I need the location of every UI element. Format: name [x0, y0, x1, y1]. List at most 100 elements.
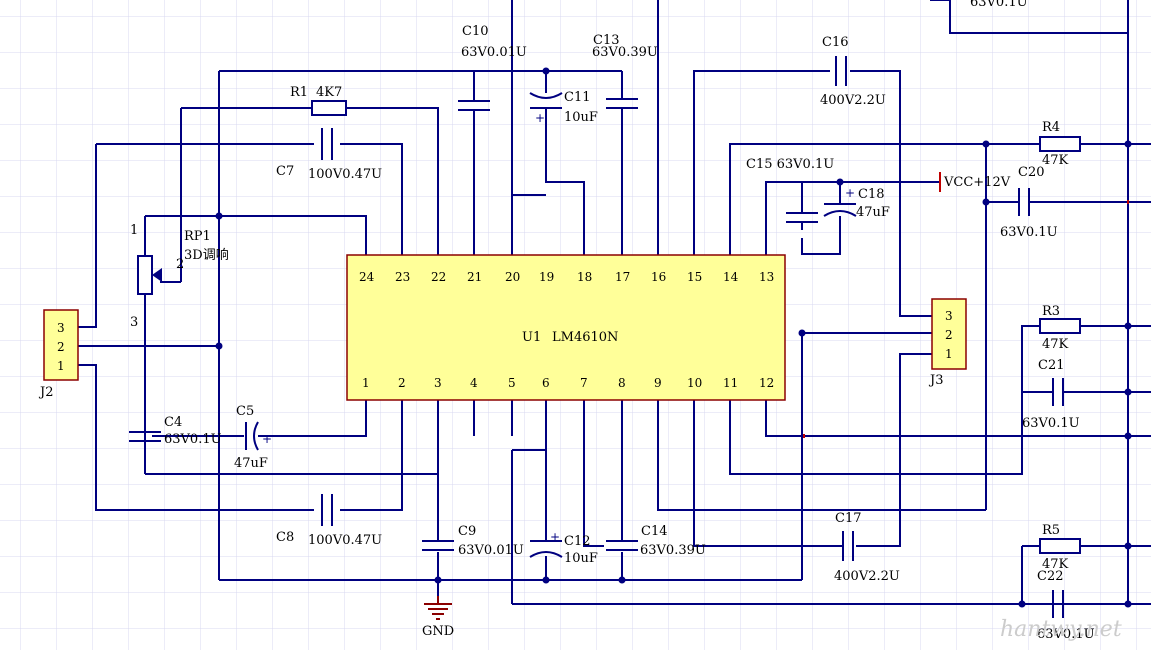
r5-resistor — [1039, 538, 1081, 554]
svg-text:+: + — [535, 111, 545, 125]
ground-symbol — [424, 596, 452, 620]
r1-label: R1 — [290, 85, 308, 100]
c8-label: C8 — [276, 530, 294, 545]
r1-resistor — [311, 100, 347, 116]
c9-label: C9 — [458, 524, 476, 539]
r4-resistor — [1039, 136, 1081, 152]
u1-top-pin-labels: 24 23 22 21 20 19 18 17 16 15 14 13 — [359, 270, 774, 284]
r3-label: R3 — [1042, 304, 1060, 319]
c11-value: 10uF — [564, 110, 598, 125]
j3-connector-body — [931, 298, 967, 370]
c21-value: 63V0.1U — [1022, 416, 1080, 431]
r3-value: 47K — [1042, 337, 1069, 352]
rp1-wiper-arrow — [152, 268, 162, 282]
c13-value: 63V0.39U — [592, 45, 658, 60]
u1-pin-5: 5 — [508, 376, 516, 390]
u1-pin-9: 9 — [654, 376, 662, 390]
rp1-pin2: 2 — [176, 257, 184, 272]
u1-pin-17: 17 — [615, 270, 630, 284]
u1-pin-23: 23 — [395, 270, 410, 284]
c13-label: C13 — [593, 33, 620, 48]
c5-label: C5 — [236, 404, 254, 419]
u1-pin-10: 10 — [687, 376, 702, 390]
u1-pin-20: 20 — [505, 270, 520, 284]
c21-label: C21 — [1038, 358, 1065, 373]
rp1-pin1: 1 — [130, 223, 138, 238]
c15-label: C15 63V0.1U — [746, 157, 834, 172]
u1-pin-14: 14 — [723, 270, 739, 284]
c17-value: 400V2.2U — [834, 569, 900, 584]
r4-value: 47K — [1042, 153, 1069, 168]
j3-pin-2: 2 — [945, 328, 953, 342]
j2-name: J2 — [38, 385, 53, 400]
u1-pin-4: 4 — [470, 376, 478, 390]
u1-pin-2: 2 — [398, 376, 406, 390]
c14-label: C14 — [641, 524, 668, 539]
u1-chip-body — [346, 254, 786, 401]
u1-pin-13: 13 — [759, 270, 774, 284]
c4-label: C4 — [164, 415, 182, 430]
j3-pin-3: 3 — [945, 309, 953, 323]
u1-pin-7: 7 — [580, 376, 588, 390]
c5-value: 47uF — [234, 456, 268, 471]
c10-value: 63V0.01U — [461, 45, 527, 60]
u1-designator: U1 — [522, 330, 541, 345]
rp1-label: RP1 — [184, 229, 211, 244]
u1-pin-22: 22 — [431, 270, 446, 284]
junction-dots — [215, 67, 1132, 608]
svg-text:+: + — [845, 186, 855, 200]
c17-label: C17 — [835, 511, 862, 526]
r3-resistor — [1039, 318, 1081, 334]
watermark: hantwy.net — [1000, 617, 1122, 642]
u1-pin-1: 1 — [362, 376, 370, 390]
rp1-pin3: 3 — [130, 315, 138, 330]
j3-name: J3 — [928, 373, 943, 388]
gnd-label: GND — [422, 624, 454, 639]
j2-pin-2: 2 — [57, 340, 65, 354]
u1-pin-6: 6 — [542, 376, 550, 390]
u1-pin-12: 12 — [759, 376, 774, 390]
u1-pin-18: 18 — [577, 270, 592, 284]
r4-label: R4 — [1042, 120, 1060, 135]
svg-text:+: + — [262, 432, 272, 446]
c4-value: 63V0.1U — [164, 432, 222, 447]
u1-pin-19: 19 — [539, 270, 554, 284]
u1-pin-24: 24 — [359, 270, 375, 284]
j2-pin-1: 1 — [57, 359, 65, 373]
power-marks — [803, 172, 1129, 438]
c9-value: 63V0.01U — [458, 543, 524, 558]
c14-value: 63V0.39U — [640, 543, 706, 558]
c22-value: 63V0.1U — [1037, 627, 1095, 642]
c18-value: 47uF — [856, 205, 890, 220]
u1-pin-21: 21 — [467, 270, 482, 284]
c18-label: C18 — [858, 187, 885, 202]
c16-label: C16 — [822, 35, 849, 50]
svg-text:+: + — [550, 530, 560, 544]
u1-pin-11: 11 — [723, 376, 738, 390]
c12-value: 10uF — [564, 551, 598, 566]
u1-pin-3: 3 — [434, 376, 442, 390]
c8-value: 100V0.47U — [308, 533, 382, 548]
c10-label: C10 — [462, 24, 489, 39]
c22-label: C22 — [1037, 569, 1064, 584]
u1-part-number: LM4610N — [552, 330, 618, 345]
vcc-label: VCC+12V — [943, 175, 1011, 190]
c16-value: 400V2.2U — [820, 93, 886, 108]
r1-value: 4K7 — [316, 85, 342, 100]
rp1-value: 3D调响 — [184, 247, 229, 263]
u1-pin-8: 8 — [618, 376, 626, 390]
u1-pin-16: 16 — [651, 270, 666, 284]
c7-label: C7 — [276, 164, 294, 179]
component-labels: R1 4K7 C7 100V0.47U C10 63V0.01U C11 10u… — [130, 0, 1095, 642]
c20-value: 63V0.1U — [1000, 225, 1058, 240]
r5-label: R5 — [1042, 523, 1060, 538]
j2-pin-3: 3 — [57, 321, 65, 335]
capacitor-symbols — [129, 56, 1064, 618]
rp1-potentiometer — [137, 255, 153, 295]
u1-pin-15: 15 — [687, 270, 702, 284]
top-cut-value: 63V0.1U — [970, 0, 1028, 10]
c12-label: C12 — [564, 534, 591, 549]
j3-pin-1: 1 — [945, 347, 953, 361]
